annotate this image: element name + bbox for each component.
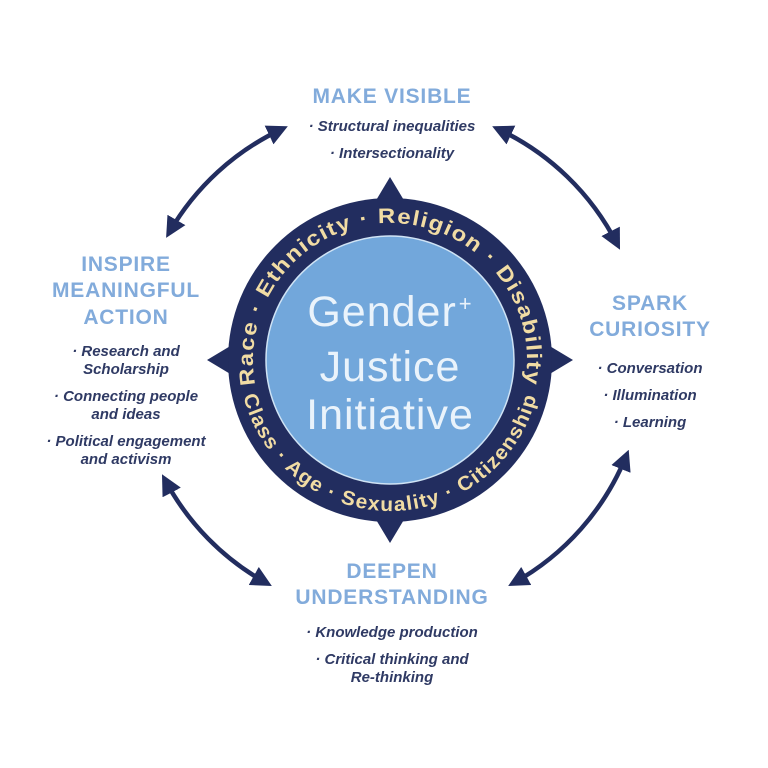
center-title-line2: Justice <box>319 343 461 391</box>
arrow-top-right <box>492 125 621 250</box>
center-circle <box>265 235 515 485</box>
section-spark-curiosity: SPARK CURIOSITY · Conversation · Illumin… <box>540 291 760 441</box>
bullet-item: · Connecting people and ideas <box>53 388 199 424</box>
center-title-line1: Gender+ <box>240 288 540 343</box>
spark-curiosity-bullets: · Conversation · Illumination · Learning <box>540 360 760 432</box>
center-title-line3: Initiative <box>306 391 474 439</box>
bullet-item: · Intersectionality <box>329 145 455 163</box>
section-heading-deepen-understanding: DEEPEN UNDERSTANDING <box>295 560 489 610</box>
arrow-bottom-right <box>508 449 631 587</box>
center-title-word: Gender <box>307 288 457 336</box>
section-heading-spark-curiosity: SPARK CURIOSITY <box>589 292 711 342</box>
make-visible-bullets: · Structural inequalities · Intersection… <box>232 118 552 163</box>
section-make-visible: MAKE VISIBLE · Structural inequalities ·… <box>232 84 552 172</box>
bullet-item: · Critical thinking and Re-thinking <box>315 650 469 686</box>
section-heading-make-visible: MAKE VISIBLE <box>312 85 472 108</box>
deepen-understanding-bullets: · Knowledge production · Critical thinki… <box>222 624 562 687</box>
section-deepen-understanding: DEEPEN UNDERSTANDING · Knowledge product… <box>222 559 562 696</box>
section-inspire-action: INSPIRE MEANINGFUL ACTION · Research and… <box>6 252 246 478</box>
cycle-arrows <box>161 125 631 587</box>
bullet-item: · Research and Scholarship <box>72 343 180 379</box>
bullet-item: · Knowledge production <box>306 623 478 641</box>
section-heading-inspire-action: INSPIRE MEANINGFUL ACTION <box>52 253 200 329</box>
plus-superscript: + <box>458 291 473 316</box>
bullet-item: · Political engagement and activism <box>46 433 206 469</box>
bullet-item: · Learning <box>613 413 687 431</box>
bullet-item: · Conversation <box>597 359 703 377</box>
center-title: Gender+ Justice Initiative <box>240 288 540 439</box>
bullet-item: · Structural inequalities <box>308 118 476 136</box>
inspire-action-bullets: · Research and Scholarship · Connecting … <box>6 343 246 469</box>
arrow-top-left <box>166 125 288 238</box>
arrow-bottom-left <box>161 474 272 587</box>
bullet-item: · Illumination <box>603 386 697 404</box>
